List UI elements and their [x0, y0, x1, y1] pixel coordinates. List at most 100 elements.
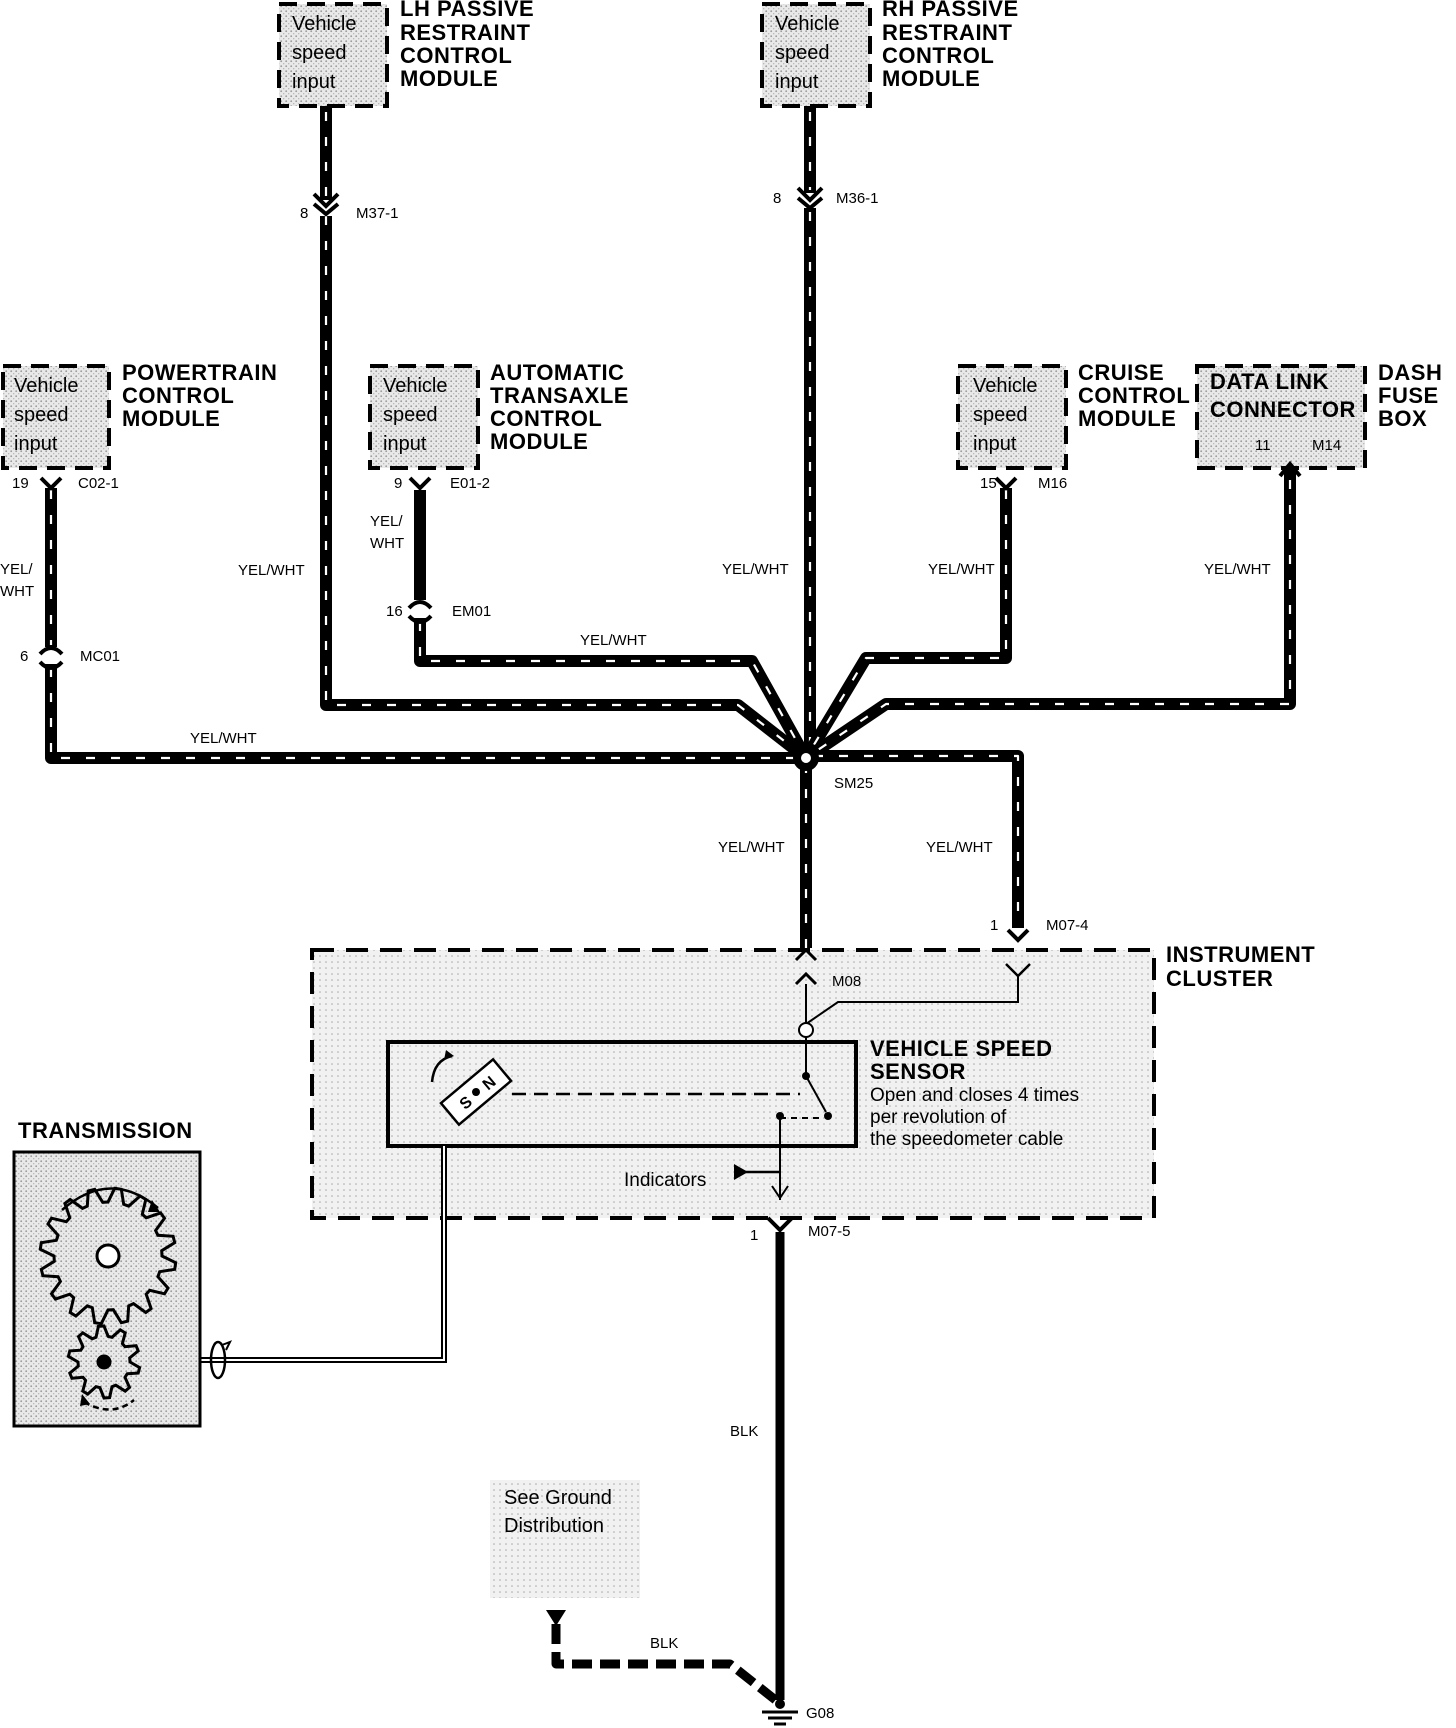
svg-text:BLK: BLK: [730, 1423, 758, 1440]
svg-text:YEL/WHT: YEL/WHT: [190, 730, 257, 747]
svg-text:per revolution of: per revolution of: [870, 1107, 1007, 1128]
svg-text:WHT: WHT: [0, 583, 34, 600]
svg-text:input: input: [775, 71, 819, 93]
ground-ref-wire: [551, 1624, 781, 1706]
svg-text:INSTRUMENT: INSTRUMENT: [1166, 942, 1315, 967]
svg-text:YEL/: YEL/: [370, 513, 403, 530]
reed-switch: [512, 1036, 832, 1200]
svg-text:1: 1: [990, 917, 998, 934]
wire-harness: [45, 106, 1296, 948]
svg-text:Indicators: Indicators: [624, 1170, 706, 1191]
svg-text:TRANSAXLE: TRANSAXLE: [490, 383, 629, 408]
svg-text:BOX: BOX: [1378, 406, 1427, 431]
indicators: Indicators: [624, 1164, 789, 1200]
ground-g08-icon: G08: [762, 1699, 834, 1726]
svg-text:CONTROL: CONTROL: [882, 43, 994, 68]
svg-text:See Ground: See Ground: [504, 1487, 612, 1509]
svg-text:YEL/WHT: YEL/WHT: [928, 561, 995, 578]
svg-text:YEL/WHT: YEL/WHT: [722, 561, 789, 578]
svg-text:AUTOMATIC: AUTOMATIC: [490, 360, 624, 385]
svg-text:16: 16: [386, 603, 403, 620]
svg-text:CRUISE: CRUISE: [1078, 360, 1164, 385]
connector-m08: M08: [794, 947, 861, 990]
svg-text:M37-1: M37-1: [356, 205, 399, 222]
svg-text:DASH: DASH: [1378, 360, 1442, 385]
svg-text:DATA LINK: DATA LINK: [1210, 369, 1329, 394]
svg-text:M16: M16: [1038, 475, 1067, 492]
svg-text:input: input: [292, 71, 336, 93]
svg-text:TRANSMISSION: TRANSMISSION: [18, 1118, 193, 1143]
svg-text:11: 11: [1255, 437, 1271, 454]
svg-text:E01-2: E01-2: [450, 475, 490, 492]
svg-text:Open and closes 4 times: Open and closes 4 times: [870, 1085, 1079, 1106]
connector-e01-2: 9 E01-2: [394, 475, 490, 492]
svg-text:EM01: EM01: [452, 603, 491, 620]
svg-text:SENSOR: SENSOR: [870, 1059, 966, 1084]
svg-text:YEL/: YEL/: [0, 561, 33, 578]
rotation-arrow-icon: [61, 1187, 159, 1211]
svg-text:M07-5: M07-5: [808, 1223, 851, 1240]
svg-text:VEHICLE SPEED: VEHICLE SPEED: [870, 1036, 1053, 1061]
svg-text:MC01: MC01: [80, 648, 120, 665]
connector-m16: 15 M16: [980, 475, 1067, 492]
svg-text:CONTROL: CONTROL: [122, 383, 234, 408]
svg-text:Vehicle: Vehicle: [383, 375, 448, 397]
svg-text:RESTRAINT: RESTRAINT: [400, 20, 530, 45]
svg-text:YEL/WHT: YEL/WHT: [926, 839, 993, 856]
connector-m14: [1278, 460, 1302, 478]
svg-text:M36-1: M36-1: [836, 190, 879, 207]
svg-text:Vehicle: Vehicle: [292, 13, 357, 35]
svg-text:POWERTRAIN: POWERTRAIN: [122, 360, 277, 385]
svg-text:M08: M08: [832, 973, 861, 990]
svg-text:SM25: SM25: [834, 775, 873, 792]
svg-text:YEL/WHT: YEL/WHT: [238, 562, 305, 579]
svg-text:WHT: WHT: [370, 535, 404, 552]
svg-text:CONTROL: CONTROL: [1078, 383, 1190, 408]
svg-text:Distribution: Distribution: [504, 1515, 604, 1537]
svg-text:input: input: [383, 433, 427, 455]
automatic-transaxle-control-module: Vehicle speed input AUTOMATIC TRANSAXLE …: [368, 360, 629, 470]
small-gear-icon: [66, 1324, 142, 1400]
svg-text:Vehicle: Vehicle: [14, 375, 79, 397]
connector-em01: 16 EM01: [386, 600, 491, 624]
svg-text:Vehicle: Vehicle: [973, 375, 1038, 397]
svg-text:8: 8: [300, 205, 308, 222]
svg-text:LH PASSIVE: LH PASSIVE: [400, 0, 534, 21]
svg-text:RESTRAINT: RESTRAINT: [882, 20, 1012, 45]
svg-text:CONTROL: CONTROL: [490, 406, 602, 431]
svg-text:1: 1: [750, 1227, 758, 1244]
svg-text:C02-1: C02-1: [78, 475, 119, 492]
data-link-connector: DATA LINK CONNECTOR 11 M14 DASH FUSE BOX: [1195, 360, 1442, 470]
connector-m36-1: 8 M36-1: [773, 186, 879, 211]
svg-text:M14: M14: [1312, 437, 1341, 454]
connector-m07-5: 1 M07-5: [750, 1216, 851, 1244]
svg-text:speed: speed: [383, 404, 438, 426]
svg-text:8: 8: [773, 190, 781, 207]
svg-text:MODULE: MODULE: [490, 429, 588, 454]
svg-text:MODULE: MODULE: [400, 66, 498, 91]
svg-text:9: 9: [394, 475, 402, 492]
svg-text:19: 19: [12, 475, 29, 492]
rh-passive-restraint-module: Vehicle speed input RH PASSIVE RESTRAINT…: [760, 0, 1018, 108]
svg-text:M07-4: M07-4: [1046, 917, 1089, 934]
svg-text:speed: speed: [292, 42, 347, 64]
svg-text:input: input: [973, 433, 1017, 455]
connector-mc01: 6 MC01: [20, 646, 120, 670]
cruise-control-module: Vehicle speed input CRUISE CONTROL MODUL…: [956, 360, 1190, 470]
svg-text:the speedometer cable: the speedometer cable: [870, 1129, 1063, 1150]
svg-text:MODULE: MODULE: [882, 66, 980, 91]
svg-text:CONTROL: CONTROL: [400, 43, 512, 68]
svg-text:G08: G08: [806, 1705, 834, 1722]
svg-text:CONNECTOR: CONNECTOR: [1210, 397, 1356, 422]
svg-text:YEL/WHT: YEL/WHT: [718, 839, 785, 856]
magnet-icon: S N: [439, 1057, 513, 1127]
svg-text:input: input: [14, 433, 58, 455]
svg-text:15: 15: [980, 475, 997, 492]
lh-passive-restraint-module: Vehicle speed input LH PASSIVE RESTRAINT…: [277, 0, 534, 108]
svg-text:speed: speed: [14, 404, 69, 426]
connector-c02-1: 19 C02-1: [12, 475, 119, 492]
svg-text:speed: speed: [775, 42, 830, 64]
connector-m37-1: 8 M37-1: [300, 192, 399, 222]
svg-text:MODULE: MODULE: [1078, 406, 1176, 431]
